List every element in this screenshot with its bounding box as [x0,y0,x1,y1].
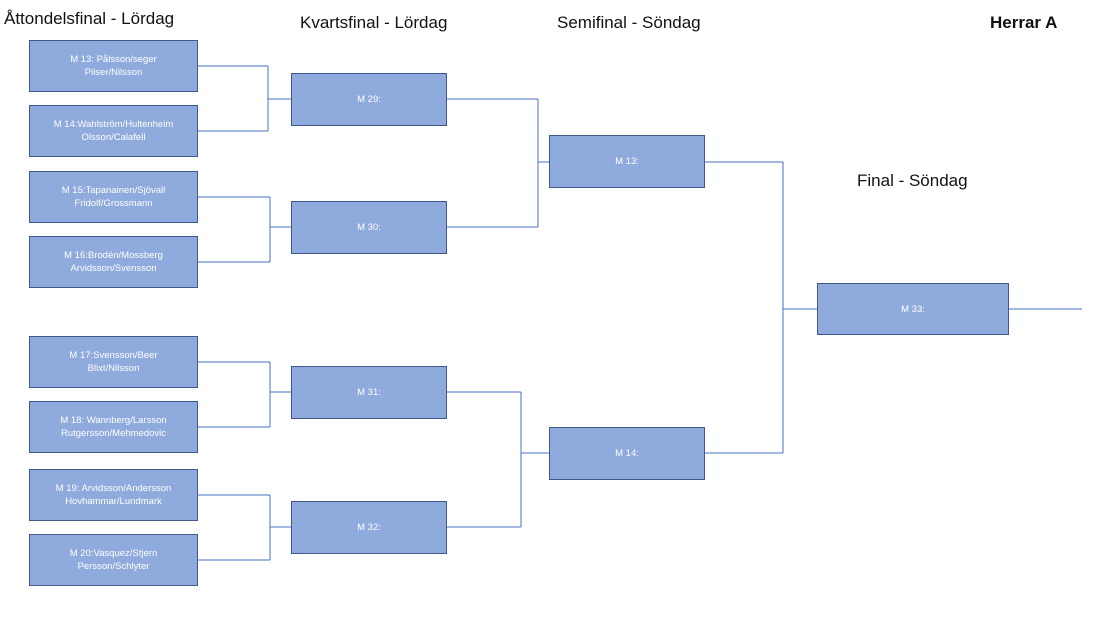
match-line-2: Olsson/Calafell [81,132,146,143]
match-box-r16-m13[interactable]: M 13: Pålsson/seger Pilser/Nilsson [29,40,198,92]
match-box-sf-m14[interactable]: M 14: [549,427,705,480]
match-label: M 14: [615,448,639,459]
match-line-2: Rutgersson/Mehmedovic [60,428,167,439]
match-box-r16-m19[interactable]: M 19: Arvidsson/Andersson Hovhammar/Lund… [29,469,198,521]
match-box-r16-m20[interactable]: M 20:Vasquez/Stjern Persson/Schlyter [29,534,198,586]
match-box-final-m33[interactable]: M 33: [817,283,1009,335]
match-line-2: Persson/Schlyter [77,561,150,572]
final-heading: Final - Söndag [857,171,968,190]
match-line-1: M 18: Wannberg/Larsson [60,415,167,426]
match-label: M 30: [357,222,381,233]
match-box-r16-m17[interactable]: M 17:Svensson/Beer Blixt/Nilsson [29,336,198,388]
match-line-2: Arvidsson/Svensson [70,263,157,274]
match-label: M 29: [357,94,381,105]
match-box-sf-m13[interactable]: M 13: [549,135,705,188]
match-line-1: M 14:Wahlström/Hultenheim [53,119,174,130]
quarterfinal-heading: Kvartsfinal - Lördag [300,13,448,32]
match-box-qf-m31[interactable]: M 31: [291,366,447,419]
match-line-2: Blixt/Nilsson [87,363,140,374]
match-label: M 31: [357,387,381,398]
match-line-1: M 17:Svensson/Beer [69,350,158,361]
match-line-2: Pilser/Nilsson [84,67,143,78]
class-heading: Herrar A [990,13,1058,32]
match-line-2: Fridolf/Grossmann [74,198,153,209]
match-box-r16-m14[interactable]: M 14:Wahlström/Hultenheim Olsson/Calafel… [29,105,198,157]
match-box-qf-m30[interactable]: M 30: [291,201,447,254]
match-label: M 32: [357,522,381,533]
match-line-1: M 15:Tapanainen/Sjövall [61,185,166,196]
match-line-1: M 16:Brodén/Mossberg [64,250,163,261]
match-line-1: M 13: Pålsson/seger [70,54,157,65]
match-label: M 13: [615,156,639,167]
match-box-qf-m29[interactable]: M 29: [291,73,447,126]
match-box-r16-m16[interactable]: M 16:Brodén/Mossberg Arvidsson/Svensson [29,236,198,288]
match-box-qf-m32[interactable]: M 32: [291,501,447,554]
match-box-r16-m15[interactable]: M 15:Tapanainen/Sjövall Fridolf/Grossman… [29,171,198,223]
match-label: M 33: [901,303,925,315]
match-line-2: Hovhammar/Lundmark [65,496,162,507]
round-of-16-heading: Åttondelsfinal - Lördag [4,9,175,28]
match-line-1: M 20:Vasquez/Stjern [69,548,158,559]
match-line-1: M 19: Arvidsson/Andersson [55,483,172,494]
match-box-r16-m18[interactable]: M 18: Wannberg/Larsson Rutgersson/Mehmed… [29,401,198,453]
semifinal-heading: Semifinal - Söndag [557,13,701,32]
